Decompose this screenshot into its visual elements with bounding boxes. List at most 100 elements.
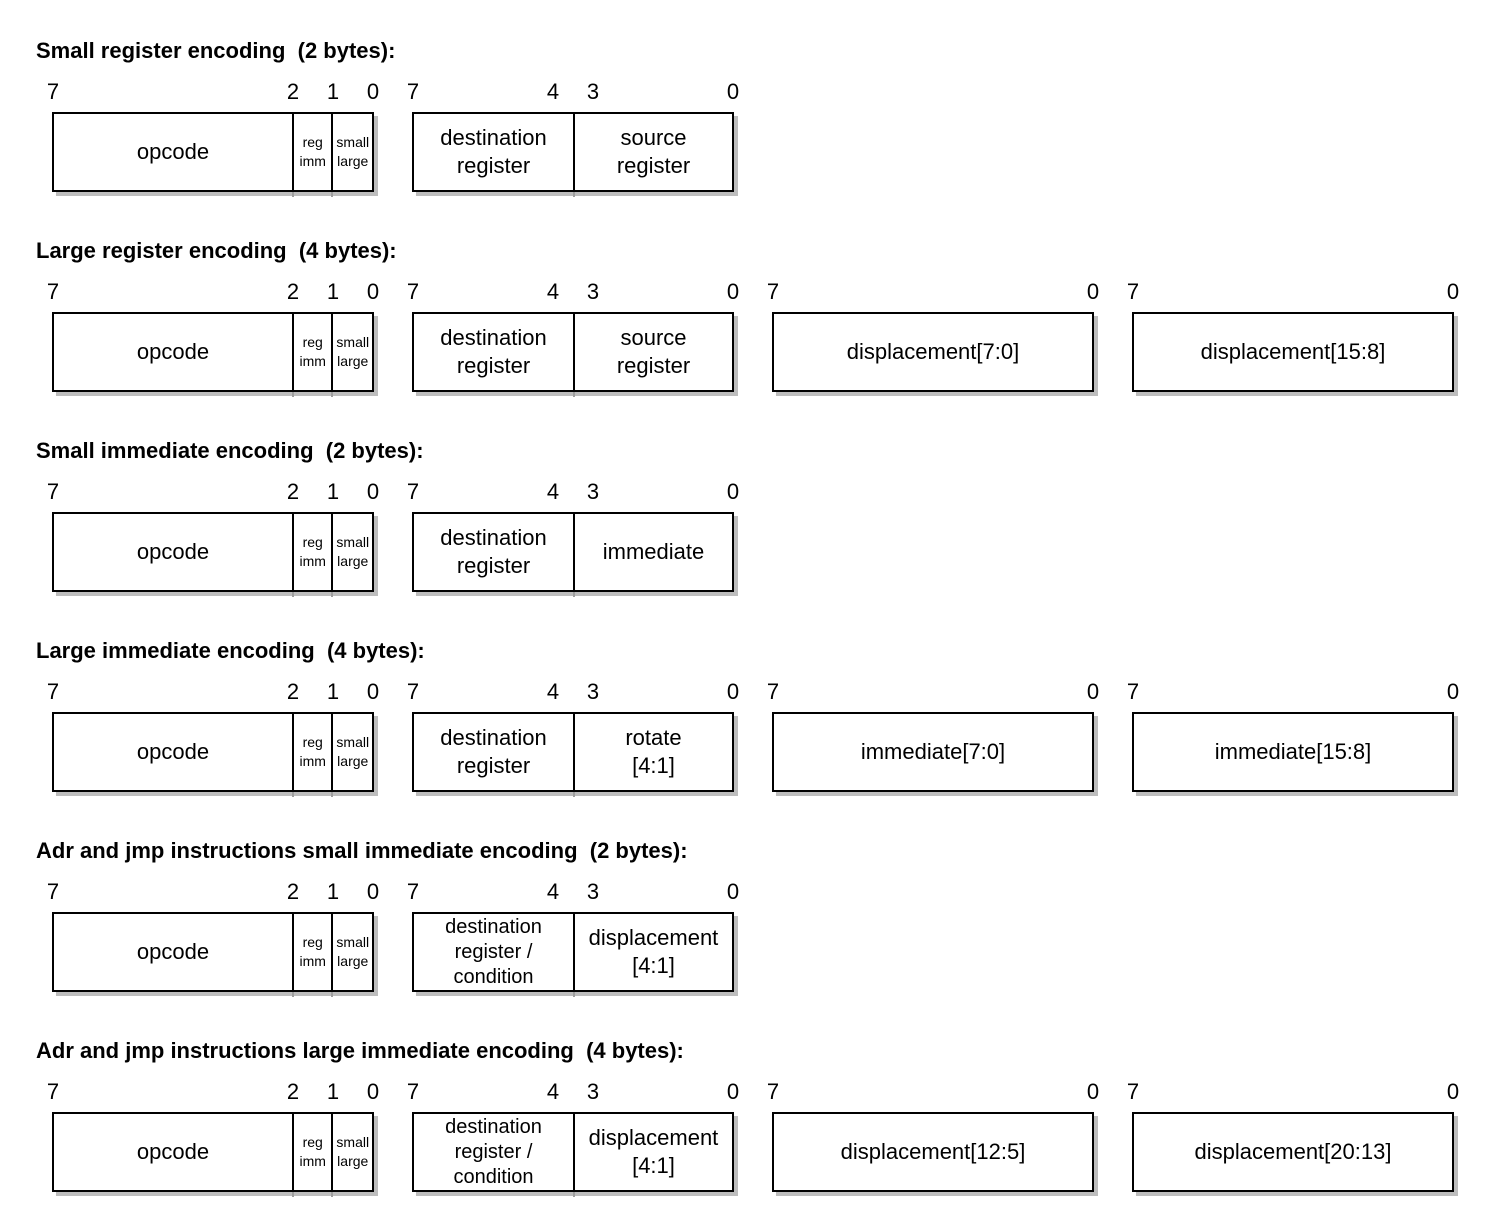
- bit-field: displacement[7:0]: [846, 339, 1020, 364]
- bit-field: opcode: [136, 1139, 210, 1164]
- bit-field: displacement [4:1]: [572, 1114, 732, 1197]
- bit-index-label: 0: [366, 79, 380, 104]
- bit-field: destination register: [440, 325, 547, 378]
- bit-index-label: 7: [1126, 279, 1140, 304]
- bit-index-label: 2: [286, 279, 300, 304]
- bit-index-label: 7: [1126, 679, 1140, 704]
- bit-field: immediate[15:8]: [1214, 739, 1372, 764]
- bit-index-label: 0: [1446, 1079, 1460, 1104]
- bit-index-label: 0: [366, 479, 380, 504]
- bit-field: destination register: [440, 525, 547, 578]
- bit-index-label: 7: [406, 79, 420, 104]
- byte-box: destination register immediate: [412, 512, 734, 597]
- bit-index-label: 3: [586, 479, 600, 504]
- section-title: Adr and jmp instructions small immediate…: [36, 838, 688, 863]
- bit-index-label: 0: [1086, 1079, 1100, 1104]
- field-divider-tick: [331, 792, 334, 797]
- field-divider-tick: [291, 192, 294, 197]
- section-title: Large register encoding (4 bytes):: [36, 238, 397, 263]
- bit-index-label: 2: [286, 479, 300, 504]
- bit-index-label: 2: [286, 79, 300, 104]
- byte-box: immediate[7:0]: [772, 712, 1094, 792]
- byte-box: displacement[12:5]: [772, 1112, 1094, 1192]
- bit-index-label: 3: [586, 879, 600, 904]
- encoding-section: Adr and jmp instructions small immediate…: [0, 800, 1506, 1000]
- bit-index-label: 0: [726, 679, 740, 704]
- bit-field: reg imm: [291, 314, 332, 397]
- field-divider-tick: [331, 1192, 334, 1197]
- bit-field: reg imm: [291, 914, 332, 997]
- bit-index-label: 1: [326, 79, 340, 104]
- field-divider-tick: [291, 392, 294, 397]
- bit-field: displacement[15:8]: [1200, 339, 1386, 364]
- bit-field: reg imm: [291, 714, 332, 797]
- bit-index-label: 0: [726, 79, 740, 104]
- field-divider-tick: [572, 1192, 575, 1197]
- field-divider-tick: [331, 992, 334, 997]
- field-divider-tick: [572, 792, 575, 797]
- encoding-section: Adr and jmp instructions large immediate…: [0, 1000, 1506, 1200]
- bit-index-label: 1: [326, 879, 340, 904]
- bit-field: opcode: [136, 739, 210, 764]
- field-divider-tick: [572, 992, 575, 997]
- bit-index-label: 0: [366, 679, 380, 704]
- bit-index-label: 7: [1126, 1079, 1140, 1104]
- bit-field: displacement [4:1]: [572, 914, 732, 997]
- bit-field: destination register: [440, 125, 547, 178]
- bit-index-label: 1: [326, 279, 340, 304]
- bit-field: destination register / condition: [445, 915, 542, 988]
- bit-field: opcode: [136, 539, 210, 564]
- byte-box: immediate[15:8]: [1132, 712, 1454, 792]
- bit-field: opcode: [136, 939, 210, 964]
- bit-index-label: 2: [286, 1079, 300, 1104]
- bit-index-label: 3: [586, 279, 600, 304]
- byte-box: displacement[7:0]: [772, 312, 1094, 392]
- bit-index-label: 7: [46, 279, 60, 304]
- field-divider-tick: [331, 192, 334, 197]
- bit-index-label: 4: [546, 279, 560, 304]
- field-divider-tick: [331, 592, 334, 597]
- bit-index-label: 0: [1446, 279, 1460, 304]
- bit-index-label: 0: [366, 1079, 380, 1104]
- bit-index-label: 7: [46, 1079, 60, 1104]
- bit-field: immediate[7:0]: [860, 739, 1006, 764]
- bit-index-label: 7: [46, 79, 60, 104]
- bit-field: small large: [331, 1114, 372, 1197]
- field-divider-tick: [572, 192, 575, 197]
- bit-field: small large: [331, 514, 372, 597]
- bit-field: immediate: [572, 514, 732, 597]
- section-title: Adr and jmp instructions large immediate…: [36, 1038, 684, 1063]
- bit-field: reg imm: [291, 1114, 332, 1197]
- bit-index-label: 7: [406, 479, 420, 504]
- bit-field: reg imm: [291, 514, 332, 597]
- bit-index-label: 7: [406, 679, 420, 704]
- section-title: Small register encoding (2 bytes):: [36, 38, 396, 63]
- field-divider-tick: [291, 1192, 294, 1197]
- field-divider-tick: [291, 592, 294, 597]
- field-divider-tick: [291, 992, 294, 997]
- section-title: Small immediate encoding (2 bytes):: [36, 438, 424, 463]
- section-title: Large immediate encoding (4 bytes):: [36, 638, 425, 663]
- bit-index-label: 7: [406, 1079, 420, 1104]
- bit-field: destination register: [440, 725, 547, 778]
- byte-box: destination register source register: [412, 312, 734, 397]
- bit-field: small large: [331, 114, 372, 197]
- bit-index-label: 4: [546, 679, 560, 704]
- bit-index-label: 7: [766, 679, 780, 704]
- bit-index-label: 3: [586, 679, 600, 704]
- bit-index-label: 1: [326, 1079, 340, 1104]
- bit-index-label: 1: [326, 679, 340, 704]
- bit-field: source register: [572, 314, 732, 397]
- bit-index-label: 7: [766, 279, 780, 304]
- field-divider-tick: [572, 592, 575, 597]
- bit-index-label: 7: [46, 879, 60, 904]
